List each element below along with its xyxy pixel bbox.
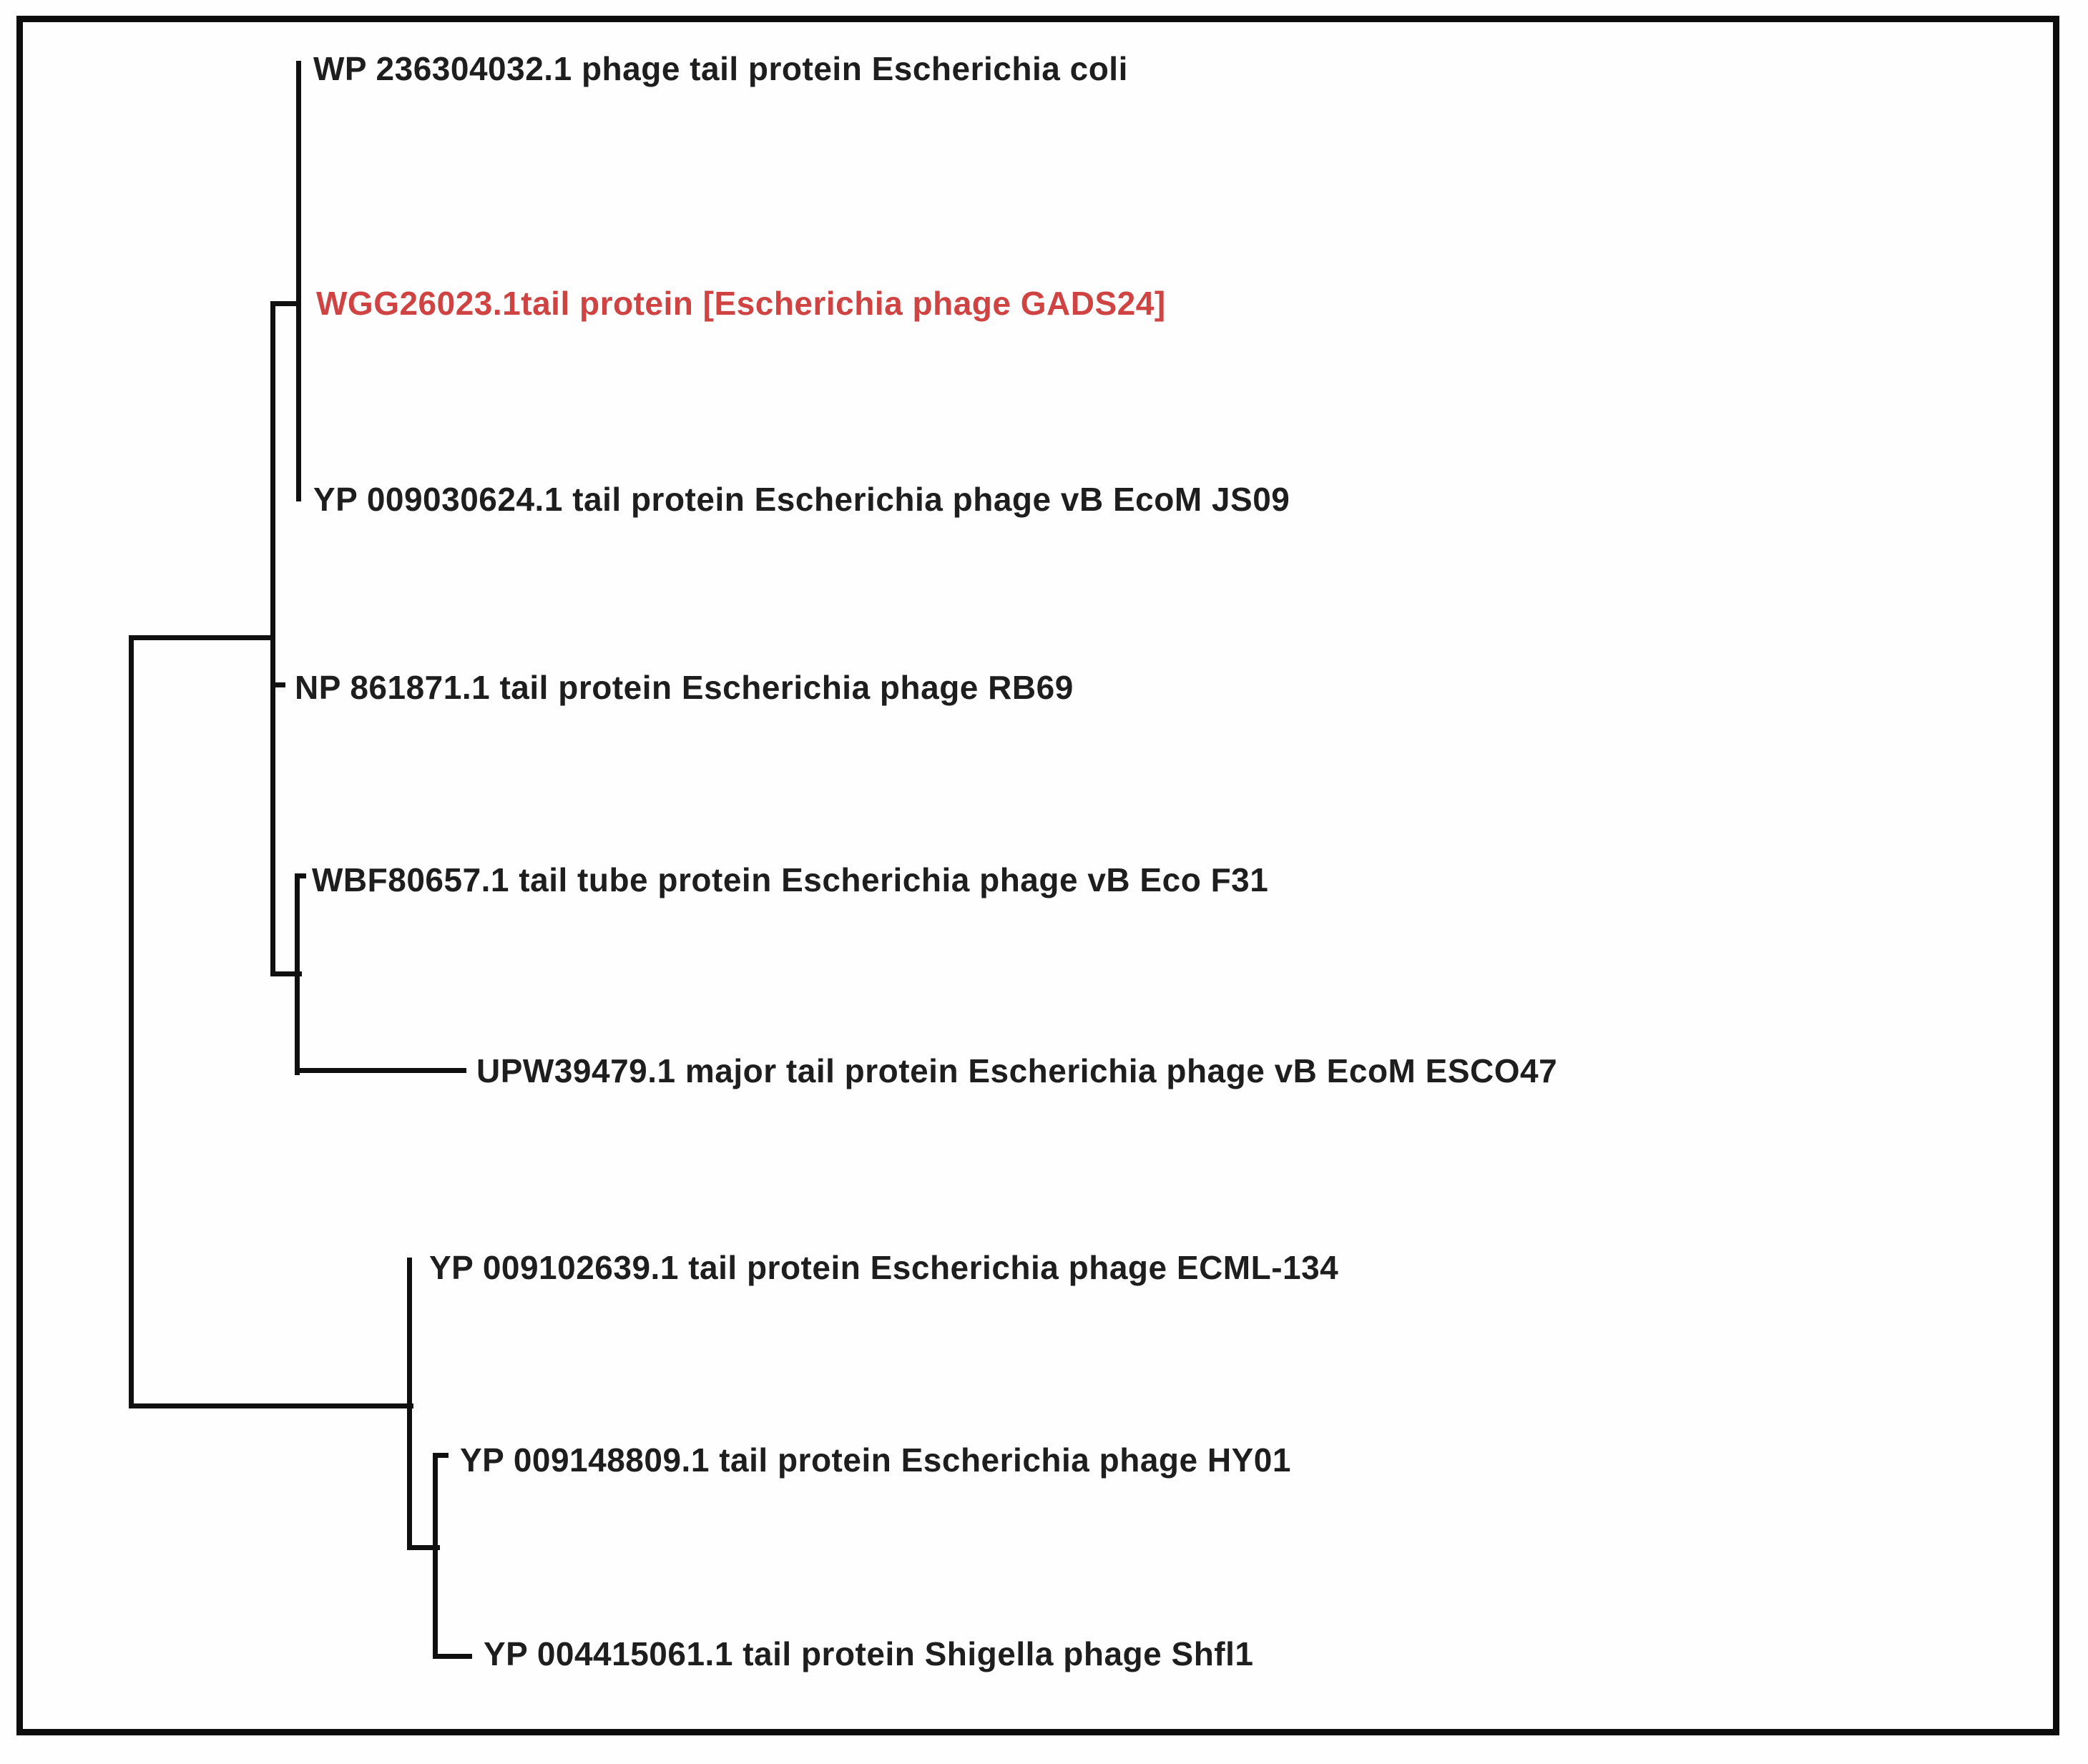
- taxon-label-upw39479: UPW39479.1 major tail protein Escherichi…: [476, 1052, 1558, 1089]
- taxon-label-yp-009148809: YP 009148809.1 tail protein Escherichia …: [460, 1441, 1291, 1479]
- tree-branch-segment: [129, 635, 275, 640]
- tree-branch-segment: [270, 971, 302, 976]
- tree-branch-segment: [433, 1453, 438, 1659]
- taxon-label-yp-004415061: YP 004415061.1 tail protein Shigella pha…: [484, 1635, 1254, 1672]
- taxon-label-wbf80657: WBF80657.1 tail tube protein Escherichia…: [312, 861, 1269, 898]
- tree-branch-segment: [295, 1068, 466, 1073]
- tree-branch-segment: [295, 873, 300, 1075]
- tree-branch-segment: [129, 1403, 413, 1408]
- tree-branch-segment: [129, 635, 134, 1408]
- tree-branch-segment: [296, 61, 301, 501]
- taxon-label-wgg26023-highlighted: WGG26023.1tail protein [Escherichia phag…: [316, 285, 1166, 322]
- tree-branch-segment: [295, 873, 306, 878]
- tree-branch-segment: [433, 1453, 449, 1458]
- taxon-label-wp-236304032: WP 236304032.1 phage tail protein Escher…: [313, 50, 1128, 87]
- taxon-label-yp-009102639: YP 009102639.1 tail protein Escherichia …: [429, 1249, 1339, 1286]
- tree-branch-segment: [273, 682, 285, 687]
- taxon-label-yp-009030624: YP 009030624.1 tail protein Escherichia …: [313, 481, 1290, 518]
- tree-branch-segment: [407, 1545, 440, 1550]
- tree-branch-segment: [407, 1258, 412, 1550]
- taxon-label-np-861871: NP 861871.1 tail protein Escherichia pha…: [295, 669, 1074, 706]
- tree-branch-segment: [270, 301, 301, 306]
- figure-border: [16, 16, 2059, 1735]
- tree-branch-segment: [433, 1654, 472, 1659]
